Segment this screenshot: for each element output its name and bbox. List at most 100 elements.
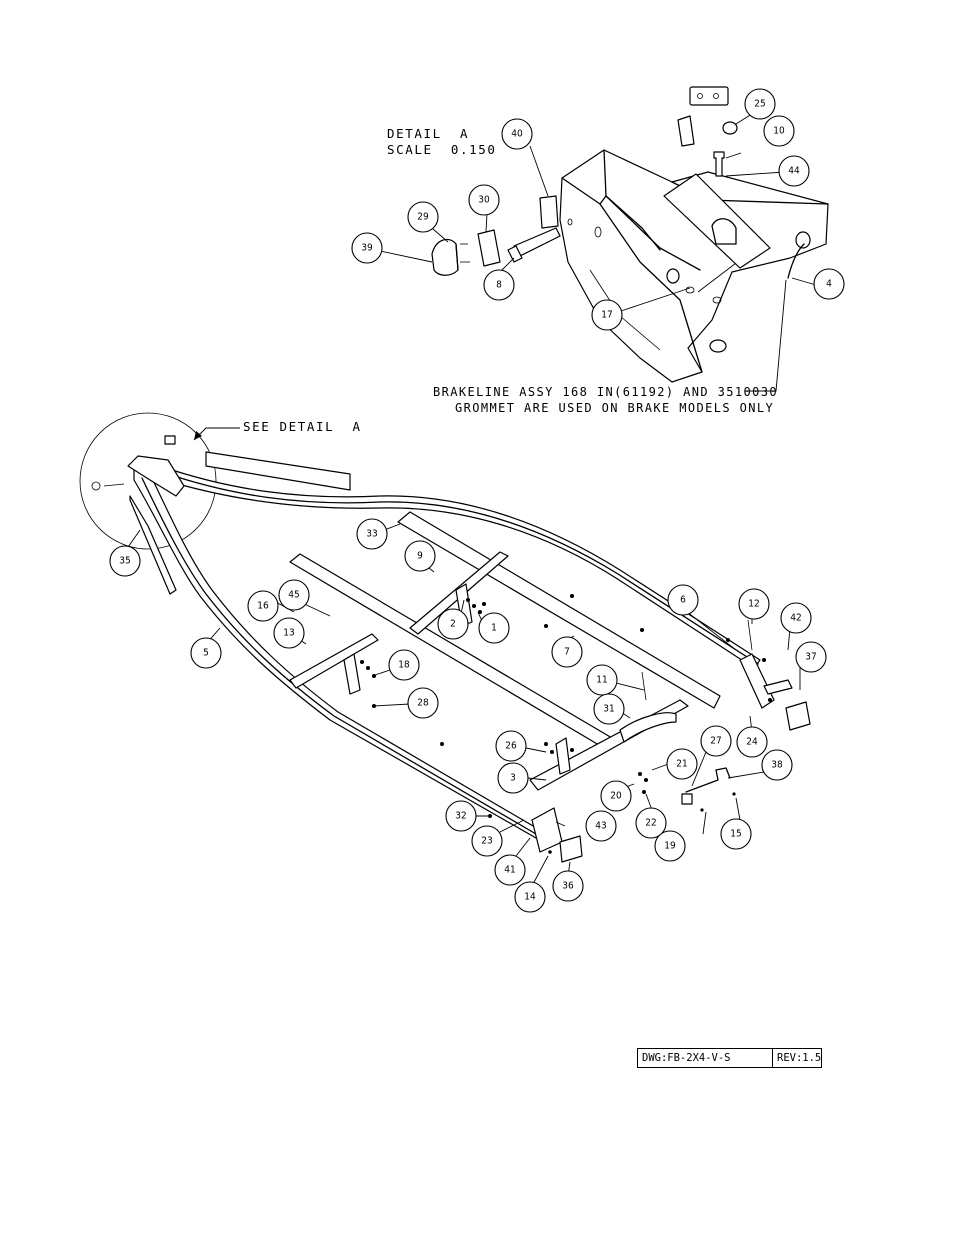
svg-text:5: 5 xyxy=(203,648,209,659)
balloon-28: 28 xyxy=(407,687,439,719)
top-panel xyxy=(205,451,351,491)
balloon-7: 7 xyxy=(551,636,583,668)
balloon-13: 13 xyxy=(273,617,305,649)
balloon-15: 15 xyxy=(720,818,752,850)
light-pad-42 xyxy=(763,679,793,695)
svg-text:8: 8 xyxy=(496,280,502,291)
svg-text:44: 44 xyxy=(788,166,800,177)
main-frame-view xyxy=(79,412,811,863)
balloon-37: 37 xyxy=(795,641,827,673)
svg-text:10: 10 xyxy=(773,126,785,137)
svg-text:31: 31 xyxy=(603,704,614,715)
svg-text:17: 17 xyxy=(601,310,612,321)
svg-text:7: 7 xyxy=(564,647,570,658)
detail-a-view xyxy=(431,86,829,383)
svg-text:29: 29 xyxy=(417,212,429,223)
balloon-26: 26 xyxy=(495,730,527,762)
lamp xyxy=(431,238,459,276)
balloon-10: 10 xyxy=(763,115,795,147)
tail-light-37 xyxy=(785,701,811,731)
side-panel-35 xyxy=(129,495,177,595)
svg-text:27: 27 xyxy=(710,736,721,747)
svg-text:45: 45 xyxy=(288,590,299,601)
svg-text:30: 30 xyxy=(478,195,490,206)
svg-text:22: 22 xyxy=(645,818,656,829)
balloon-39: 39 xyxy=(351,232,383,264)
svg-text:28: 28 xyxy=(417,698,429,709)
tail-bracket-front xyxy=(531,807,563,853)
svg-text:9: 9 xyxy=(417,551,423,562)
balloon-23: 23 xyxy=(471,825,503,857)
balloon-30: 30 xyxy=(468,184,500,216)
nut xyxy=(722,121,738,135)
balloon-17: 17 xyxy=(591,299,623,331)
svg-text:16: 16 xyxy=(257,601,269,612)
bunk-board-7 xyxy=(397,511,721,709)
tail-bracket-rear xyxy=(739,653,775,709)
balloon-31: 31 xyxy=(593,693,625,725)
svg-text:23: 23 xyxy=(481,836,492,847)
tail-light-36 xyxy=(559,835,583,863)
svg-text:14: 14 xyxy=(524,892,536,903)
tongue-front xyxy=(127,455,185,497)
bolt xyxy=(713,151,725,177)
svg-text:41: 41 xyxy=(504,865,515,876)
hitch-plate xyxy=(663,173,771,269)
balloon-5: 5 xyxy=(190,637,222,669)
detail-a-scale: SCALE 0.150 xyxy=(387,142,497,157)
balloon-27: 27 xyxy=(700,725,732,757)
balloon-36: 36 xyxy=(552,870,584,902)
svg-text:6: 6 xyxy=(680,595,686,606)
balloon-24: 24 xyxy=(736,726,768,758)
svg-text:18: 18 xyxy=(398,660,410,671)
brakeline-note-1: BRAKELINE ASSY 168 IN(61192) AND 3510030 xyxy=(433,385,778,399)
detail-a-title: DETAIL A xyxy=(387,126,470,141)
balloon-22: 22 xyxy=(635,807,667,839)
bolt-8 xyxy=(513,227,561,257)
svg-text:24: 24 xyxy=(746,737,758,748)
balloon-41: 41 xyxy=(494,854,526,886)
svg-text:42: 42 xyxy=(790,613,801,624)
balloon-32: 32 xyxy=(445,800,477,832)
plate-40 xyxy=(539,195,559,229)
lamp-bracket xyxy=(477,229,501,267)
balloon-4: 4 xyxy=(813,268,845,300)
balloon-38: 38 xyxy=(761,749,793,781)
svg-text:19: 19 xyxy=(664,841,676,852)
balloon-18: 18 xyxy=(388,649,420,681)
svg-text:35: 35 xyxy=(119,556,130,567)
svg-text:4: 4 xyxy=(826,279,832,290)
svg-text:38: 38 xyxy=(771,760,783,771)
svg-text:37: 37 xyxy=(805,652,816,663)
svg-text:15: 15 xyxy=(730,829,741,840)
svg-text:25: 25 xyxy=(754,99,765,110)
balloon-40: 40 xyxy=(501,118,533,150)
detail-a-circle xyxy=(79,412,217,550)
balloon-45: 45 xyxy=(278,579,310,611)
balloon-3: 3 xyxy=(497,762,529,794)
svg-text:26: 26 xyxy=(505,741,517,752)
brakeline-note-2: GROMMET ARE USED ON BRAKE MODELS ONLY xyxy=(455,401,775,415)
balloon-layer: 40 30 29 39 8 17 25 10 44 4 33 35 9 16 4… xyxy=(109,88,845,913)
svg-text:40: 40 xyxy=(511,129,523,140)
balloon-16: 16 xyxy=(247,590,279,622)
balloon-25: 25 xyxy=(744,88,776,120)
svg-text:39: 39 xyxy=(361,243,373,254)
svg-text:20: 20 xyxy=(610,791,622,802)
balloon-21: 21 xyxy=(666,748,698,780)
balloon-11: 11 xyxy=(586,664,618,696)
svg-text:32: 32 xyxy=(455,811,466,822)
svg-text:3: 3 xyxy=(510,773,516,784)
balloon-33: 33 xyxy=(356,518,388,550)
balloon-2: 2 xyxy=(437,608,469,640)
svg-text:13: 13 xyxy=(283,628,294,639)
balloon-20: 20 xyxy=(600,780,632,812)
svg-text:11: 11 xyxy=(596,675,607,686)
see-detail-label: SEE DETAIL A xyxy=(243,419,362,434)
title-block: DWG:FB-2X4-V-S REV:1.5 xyxy=(637,1048,822,1068)
cross-member-lower xyxy=(289,633,379,689)
pad-31 xyxy=(619,712,677,743)
svg-text:43: 43 xyxy=(595,821,606,832)
bunk-bracket-18 xyxy=(343,653,361,695)
